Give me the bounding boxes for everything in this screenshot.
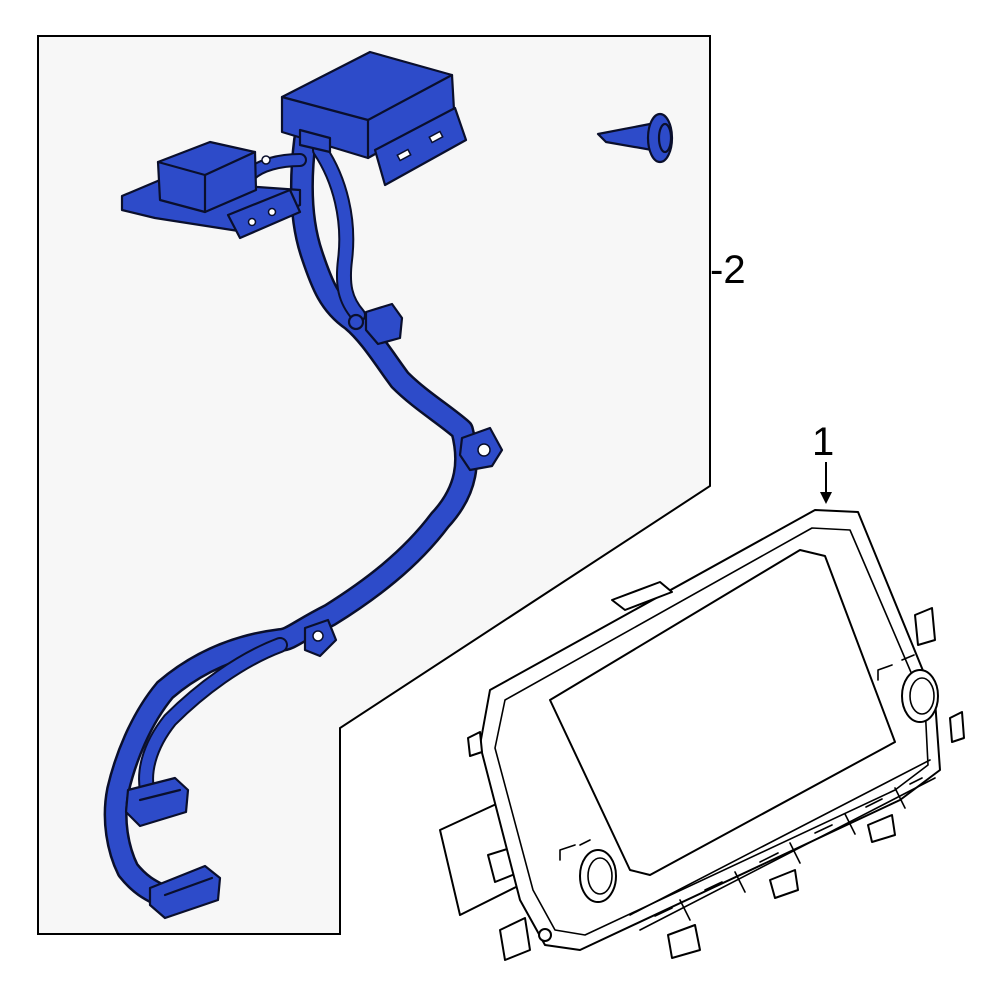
volume-knob	[559, 839, 617, 903]
harness-module-top	[280, 50, 468, 187]
callout-arrowhead-1	[820, 492, 832, 504]
callout-1: 1	[812, 420, 834, 504]
harness-tube-fill	[106, 130, 476, 905]
button-row	[629, 759, 936, 931]
display-unit-icon[interactable]	[439, 509, 965, 961]
callout-panel	[37, 35, 711, 935]
harness-clip	[347, 302, 404, 346]
callout-2: -2	[710, 248, 746, 292]
callout-label-2: -2	[710, 248, 746, 292]
screw-icon[interactable]	[596, 112, 674, 164]
harness-clip	[458, 426, 504, 472]
wiring-harness-icon[interactable]	[103, 50, 504, 920]
harness-connector	[148, 864, 222, 920]
harness-module-left	[120, 140, 302, 240]
harness-connector	[124, 776, 190, 828]
harness-clip	[303, 618, 338, 658]
tune-knob	[877, 654, 939, 723]
callout-label-1: 1	[812, 420, 834, 464]
